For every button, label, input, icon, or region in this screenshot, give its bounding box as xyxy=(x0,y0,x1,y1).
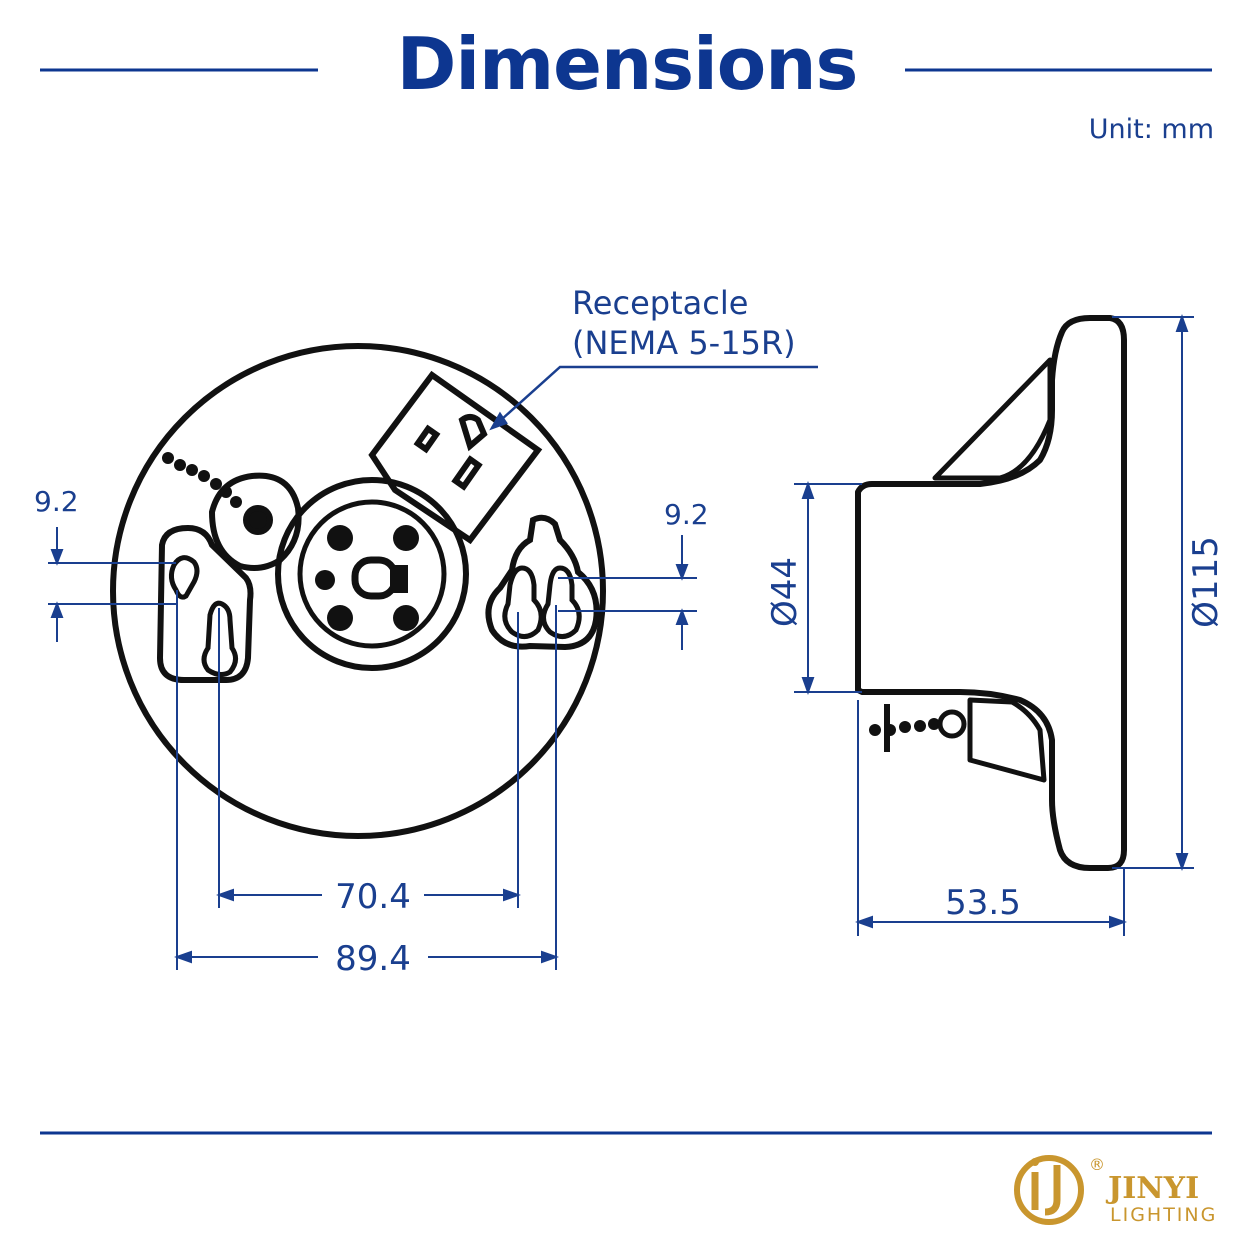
callout-label-1: Receptacle xyxy=(572,284,748,322)
dim-depth-lines xyxy=(855,700,1127,936)
dim-slot-left-lines xyxy=(48,527,176,642)
dim-inner-spacing-value: 70.4 xyxy=(335,877,411,917)
logo-sub: LIGHTING xyxy=(1110,1204,1217,1226)
callout-leader xyxy=(489,365,818,431)
dim-depth-value: 53.5 xyxy=(945,883,1021,923)
dim-plate-diameter-value: Ø115 xyxy=(1186,536,1226,628)
side-view xyxy=(855,315,1127,871)
dim-slot-right-lines xyxy=(558,535,697,650)
socket-contacts xyxy=(315,525,419,631)
logo-mark xyxy=(1014,1155,1084,1225)
callout-label-2: (NEMA 5-15R) xyxy=(572,324,796,362)
right-keyhole-slot-2 xyxy=(541,565,582,639)
pull-switch xyxy=(208,472,302,571)
front-view xyxy=(110,343,606,839)
unit-label: Unit: mm xyxy=(1088,114,1214,145)
left-keyhole-slot-2 xyxy=(201,600,238,678)
receptacle-outlet xyxy=(368,370,543,545)
left-keyhole-mount xyxy=(156,524,254,683)
dim-base-diameter-value: Ø44 xyxy=(765,557,805,627)
dim-outer-spacing-lines xyxy=(174,590,559,970)
mounting-plate-outline xyxy=(855,315,1127,871)
brand-logo: ® JINYI LIGHTING xyxy=(1014,1155,1217,1226)
page-title: Dimensions xyxy=(396,22,859,106)
dim-base-diameter-lines xyxy=(794,481,862,695)
right-keyhole-mount xyxy=(485,514,600,651)
logo-brand: JINYI xyxy=(1105,1171,1199,1206)
dim-slot-left-value: 9.2 xyxy=(34,485,79,518)
socket-outer xyxy=(275,477,469,671)
dim-plate-diameter-lines xyxy=(1112,314,1194,871)
dim-outer-spacing-value: 89.4 xyxy=(335,939,411,979)
logo-registered: ® xyxy=(1089,1155,1105,1174)
left-keyhole-slot-1 xyxy=(168,555,200,600)
dim-inner-spacing-lines xyxy=(216,608,521,908)
pull-chain xyxy=(162,452,242,508)
socket-inner xyxy=(297,499,447,649)
right-keyhole-slot-1 xyxy=(502,565,544,639)
dim-slot-right-value: 9.2 xyxy=(664,498,709,531)
side-pull-chain xyxy=(869,704,940,752)
base-plate-outline xyxy=(110,343,606,839)
lower-pull-side xyxy=(967,697,1047,783)
upper-receptacle-side xyxy=(932,357,1053,481)
